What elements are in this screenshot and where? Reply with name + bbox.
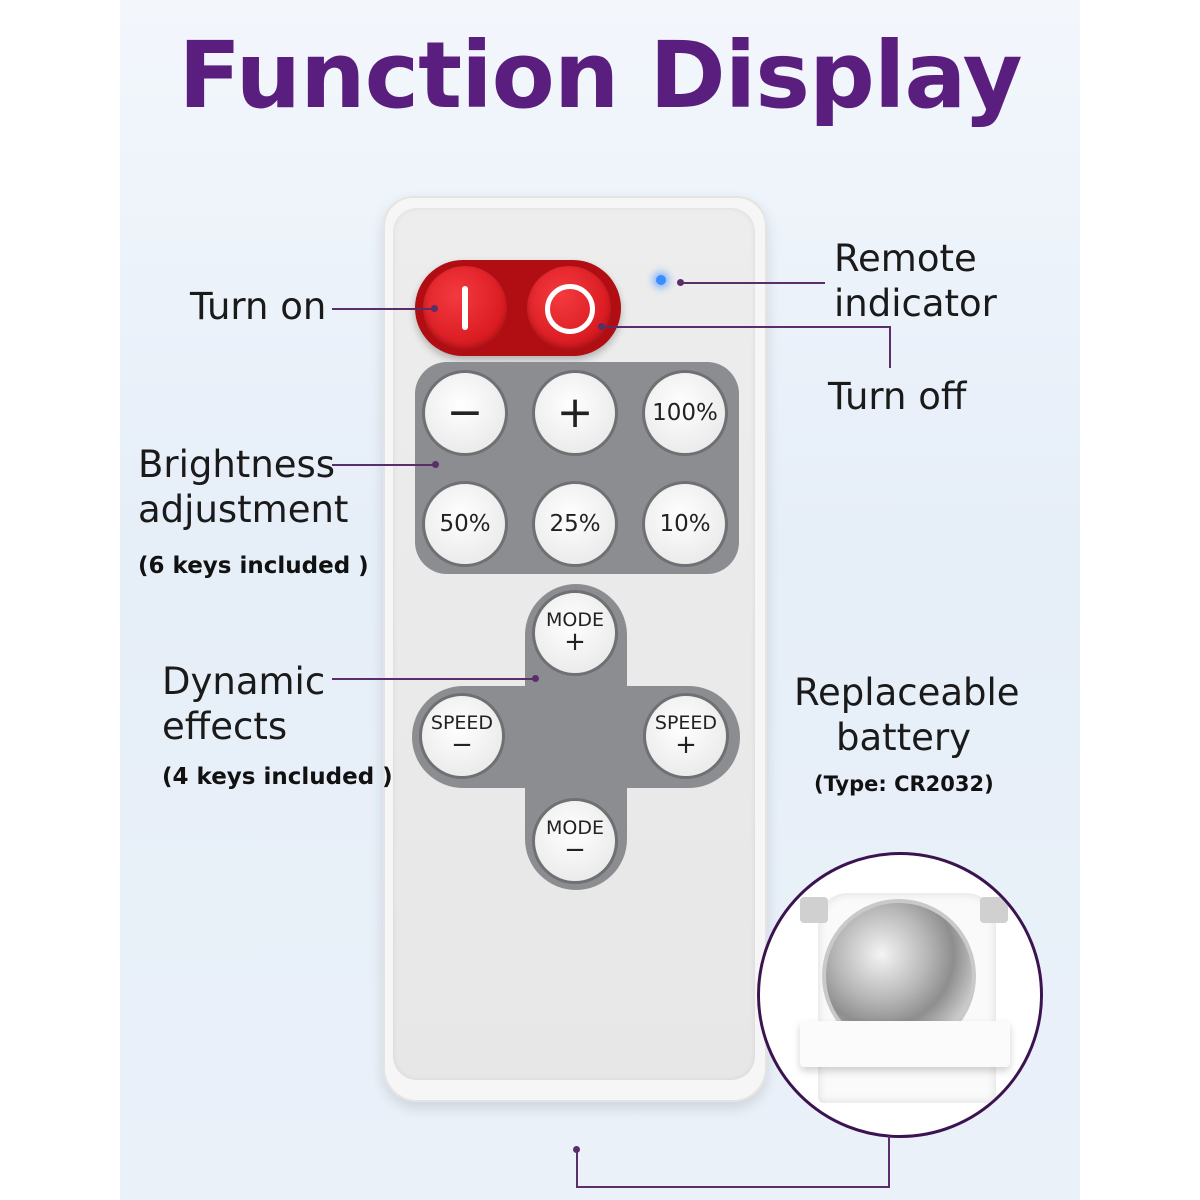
- battery-tray: [800, 1021, 1010, 1067]
- callout-dynamic: Dynamic: [162, 660, 326, 703]
- brightness-10-button[interactable]: 10%: [642, 481, 728, 567]
- indicator-led: [656, 275, 666, 285]
- leader-line-battery-bottom: [576, 1186, 890, 1188]
- power-off-icon: [545, 284, 595, 334]
- speed-minus-symbol: −: [451, 730, 473, 761]
- leader-dot-indicator: [677, 279, 684, 286]
- leader-dot-brightness: [432, 461, 439, 468]
- callout-dynamic-note: (4 keys included ): [162, 764, 393, 790]
- leader-line-brightness: [332, 464, 436, 466]
- leader-line-battery-right: [888, 1136, 890, 1188]
- battery-inset: [757, 852, 1043, 1138]
- speed-plus-label: SPEED: [654, 712, 718, 735]
- leader-line-dynamic: [332, 678, 536, 680]
- callout-indicator-label: indicator: [834, 282, 997, 325]
- callout-effects: effects: [162, 705, 288, 748]
- turn-off-button[interactable]: [527, 266, 611, 350]
- callout-remote-label: Remote: [834, 237, 977, 280]
- callout-turn-on: Turn on: [190, 285, 327, 328]
- callout-replaceable: Replaceable: [794, 671, 1020, 714]
- brightness-100-button[interactable]: 100%: [642, 370, 728, 456]
- speed-minus-label: SPEED: [430, 712, 494, 735]
- callout-brightness-note: (6 keys included ): [138, 553, 369, 579]
- callout-turn-off: Turn off: [828, 375, 967, 418]
- mode-minus-button[interactable]: MODE −: [532, 798, 618, 884]
- battery-clip-right: [980, 897, 1008, 923]
- leader-dot-dynamic: [532, 675, 539, 682]
- page-title: Function Display: [178, 22, 1022, 129]
- speed-minus-button[interactable]: SPEED −: [419, 693, 505, 779]
- brightness-50-button[interactable]: 50%: [422, 481, 508, 567]
- leader-dot-turn-off: [598, 323, 605, 330]
- brightness-25-button[interactable]: 25%: [532, 481, 618, 567]
- mode-plus-button[interactable]: MODE +: [532, 590, 618, 676]
- battery-clip-left: [800, 897, 828, 923]
- mode-minus-symbol: −: [564, 835, 586, 866]
- mode-minus-label: MODE: [546, 817, 604, 840]
- power-on-icon: [462, 286, 468, 330]
- callout-battery: battery: [836, 716, 972, 759]
- power-switch: [415, 260, 621, 356]
- leader-line-indicator: [680, 282, 825, 284]
- mode-plus-label: MODE: [546, 609, 604, 632]
- leader-line-turn-on: [332, 308, 434, 310]
- mode-plus-symbol: +: [564, 627, 586, 658]
- brightness-minus-button[interactable]: −: [422, 370, 508, 456]
- speed-plus-symbol: +: [675, 730, 697, 761]
- callout-battery-note: (Type: CR2032): [814, 772, 994, 796]
- leader-dot-battery: [573, 1146, 580, 1153]
- leader-line-turn-off-vertical: [889, 326, 891, 368]
- callout-adjustment: adjustment: [138, 488, 349, 531]
- speed-plus-button[interactable]: SPEED +: [643, 693, 729, 779]
- leader-dot-turn-on: [431, 305, 438, 312]
- leader-line-battery-left: [576, 1150, 578, 1188]
- brightness-plus-button[interactable]: +: [532, 370, 618, 456]
- leader-line-turn-off: [601, 326, 891, 328]
- callout-brightness: Brightness: [138, 443, 336, 486]
